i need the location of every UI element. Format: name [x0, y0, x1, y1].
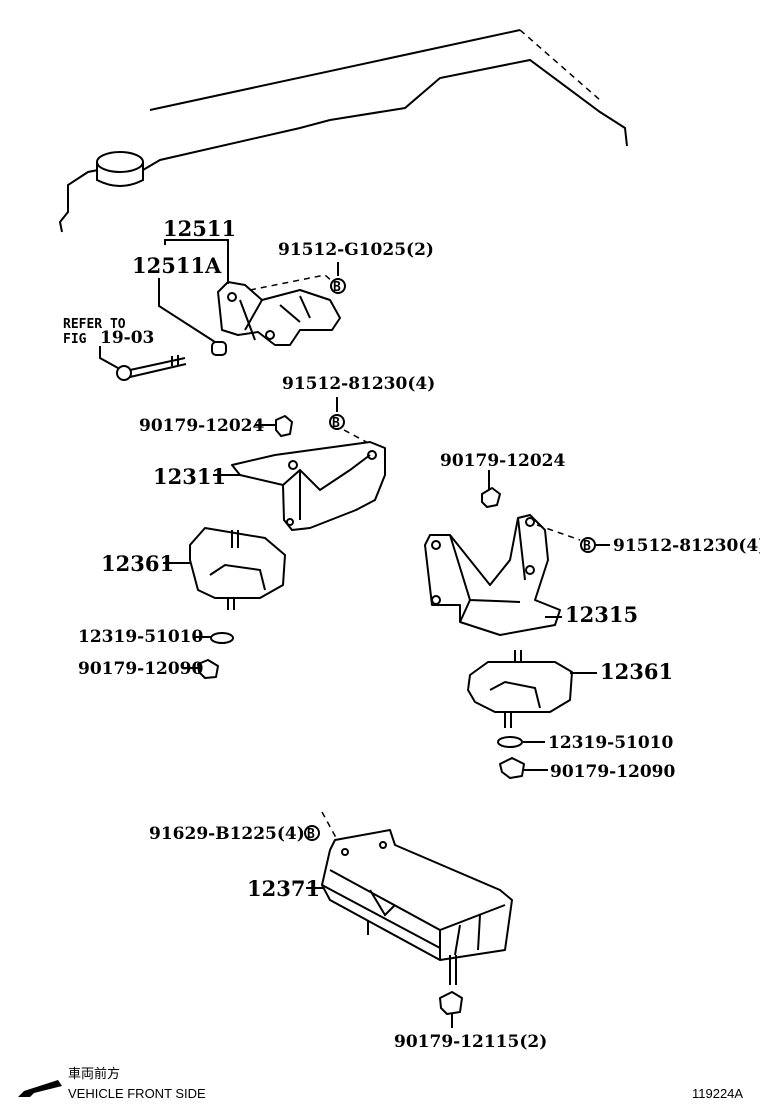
part-12311-bracket[interactable]: [231, 441, 386, 531]
part-12315-bracket[interactable]: [424, 514, 561, 636]
label-91512-g1025[interactable]: 91512-G1025(2): [278, 240, 434, 260]
label-12319-51010-right[interactable]: 12319-51010: [548, 733, 674, 753]
label-12319-51010-left[interactable]: 12319-51010: [78, 627, 204, 647]
label-12511[interactable]: 12511: [163, 216, 236, 241]
label-12511a[interactable]: 12511A: [132, 253, 222, 278]
part-12511a-cushion[interactable]: [211, 341, 227, 356]
label-12371[interactable]: 12371: [247, 876, 320, 901]
label-12315[interactable]: 12315: [565, 602, 638, 627]
label-12311[interactable]: 12311: [153, 464, 226, 489]
front-direction-arrow-icon: [18, 1080, 62, 1097]
bolt-marker-label: B: [583, 539, 591, 554]
label-90179-12024-right[interactable]: 90179-12024: [440, 451, 566, 471]
leader-12511: [164, 239, 229, 284]
leader-refer: [99, 346, 119, 369]
part-12371-crossmember[interactable]: [321, 829, 513, 985]
bolt-marker-4[interactable]: B: [304, 825, 320, 842]
label-fig: FIG: [63, 332, 87, 347]
figure-id: 119224A: [692, 1086, 743, 1101]
bolt-marker-2[interactable]: B: [329, 414, 345, 431]
label-91629-b1225[interactable]: 91629-B1225(4): [149, 824, 305, 844]
bolt-marker-1[interactable]: B: [330, 278, 346, 295]
leader-12511a: [158, 278, 216, 343]
leader: [536, 524, 581, 541]
part-12361-mount-left[interactable]: [189, 527, 286, 610]
bolt-refer-fig[interactable]: [116, 355, 187, 381]
label-90179-12024-left[interactable]: 90179-12024: [139, 416, 265, 436]
washer-12319-51010-left[interactable]: [210, 632, 234, 644]
vehicle-front-jp: 車両前方: [68, 1066, 120, 1081]
part-12361-mount-right[interactable]: [467, 650, 573, 728]
label-12361-right[interactable]: 12361: [600, 659, 673, 684]
part-12511-bracket[interactable]: [217, 281, 341, 346]
label-90179-12090-right[interactable]: 90179-12090: [550, 762, 676, 782]
bolt-marker-label: B: [333, 280, 341, 295]
label-refer-to: REFER TO: [63, 317, 126, 332]
leader-91512-g1025: [249, 274, 334, 291]
nut-90179-12090-left[interactable]: [197, 659, 219, 679]
bolt-marker-3[interactable]: B: [580, 537, 596, 554]
label-12361-left[interactable]: 12361: [101, 551, 174, 576]
label-91512-81230-right[interactable]: 91512-81230(4): [613, 536, 760, 556]
bolt-marker-label: B: [307, 827, 315, 842]
label-90179-12115[interactable]: 90179-12115(2): [394, 1032, 547, 1052]
label-fig-19-03[interactable]: 19-03: [100, 328, 154, 348]
washer-12319-51010-right[interactable]: [497, 736, 523, 748]
engine-outline: [58, 29, 628, 233]
vehicle-front-side: VEHICLE FRONT SIDE: [68, 1086, 206, 1101]
nut-90179-12115[interactable]: [439, 991, 463, 1015]
nut-90179-12024-right[interactable]: [481, 487, 501, 508]
label-91512-81230-left[interactable]: 91512-81230(4): [282, 374, 435, 394]
nut-90179-12024-left[interactable]: [275, 415, 293, 437]
bolt-marker-label: B: [332, 416, 340, 431]
label-90179-12090-left[interactable]: 90179-12090: [78, 659, 204, 679]
nut-90179-12090-right[interactable]: [499, 757, 525, 779]
